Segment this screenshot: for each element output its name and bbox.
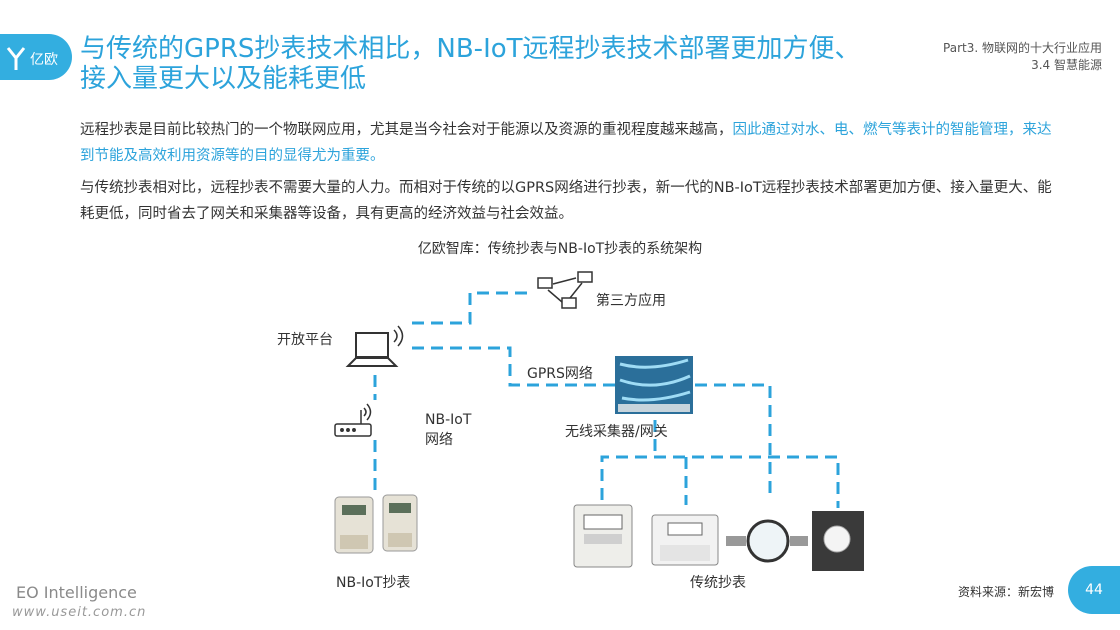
nbiot-meter-image [334, 494, 418, 554]
router-icon [334, 403, 372, 437]
label-open-platform: 开放平台 [277, 332, 333, 348]
section-info: Part3. 物联网的十大行业应用 3.4 智慧能源 [943, 40, 1102, 74]
laptop-icon [345, 325, 404, 367]
paragraph-1: 远程抄表是目前比较热门的一个物联网应用，尤其是当今社会对于能源以及资源的重视程度… [80, 117, 1060, 169]
diagram-caption: 亿欧智库：传统抄表与NB-IoT抄表的系统架构 [417, 241, 703, 257]
label-traditional-meter: 传统抄表 [690, 575, 746, 591]
network-computers-icon [537, 271, 593, 309]
line-meter-bus [600, 455, 840, 508]
logo-text: 亿欧 [30, 52, 58, 68]
connection-lines [373, 291, 840, 508]
line-gateway-meters-right [695, 383, 772, 498]
paragraph-1-text: 远程抄表是目前比较热门的一个物联网应用，尤其是当今社会对于能源以及资源的重视程度… [80, 122, 733, 138]
source-note: 资料来源：新宏博 [958, 585, 1055, 599]
section-label: 3.4 智慧能源 [1031, 58, 1102, 72]
watermark: www.useit.com.cn [12, 605, 147, 620]
page-title: 与传统的GPRS抄表技术相比，NB-IoT远程抄表技术部署更加方便、接入量更大以… [80, 34, 861, 94]
brand-logo: 亿欧 [0, 34, 72, 80]
line-platform-thirdparty [412, 291, 530, 325]
label-third-party: 第三方应用 [596, 293, 666, 309]
label-nbiot-meter: NB-IoT抄表 [336, 575, 411, 591]
footer-brand: EO Intelligence [16, 583, 137, 602]
label-gprs: GPRS网络 [527, 366, 593, 382]
traditional-meters-image [573, 504, 864, 571]
gateway-image [615, 356, 693, 414]
page-number: 44 [1068, 566, 1120, 614]
paragraph-2: 与传统抄表相对比，远程抄表不需要大量的人力。而相对于传统的以GPRS网络进行抄表… [80, 180, 1052, 222]
label-nbiot: NB-IoT网络 [425, 412, 472, 448]
label-gateway: 无线采集器/网关 [565, 424, 668, 440]
logo-icon: 亿欧 [6, 47, 58, 70]
paragraph-1-highlight: 因此通过对水、电、燃气等表计的智能管理，来达到节能及高效利用资源等的目的显得尤为… [80, 122, 1052, 164]
part-label: Part3. 物联网的十大行业应用 [943, 41, 1102, 55]
line-platform-gprs [412, 346, 615, 387]
